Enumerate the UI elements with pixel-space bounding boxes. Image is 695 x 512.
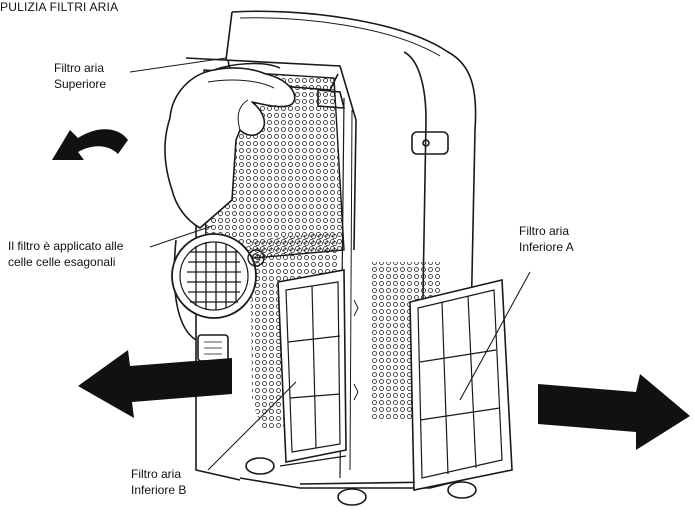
label-hex-cells: Il filtro è applicato alle celle celle e… [8, 238, 123, 270]
right-arrow [538, 374, 690, 450]
page-title: PULIZIA FILTRI ARIA [0, 0, 118, 14]
left-arrow [78, 350, 232, 418]
lower-filter-a [410, 280, 512, 490]
curved-arrow [52, 129, 128, 160]
label-lower-filter-b: Filtro aria Inferiore B [131, 466, 186, 498]
label-upper-filter: Filtro aria Superiore [54, 60, 106, 92]
lower-filter-b [278, 270, 358, 466]
label-lower-filter-a: Filtro aria Inferiore A [519, 223, 574, 255]
